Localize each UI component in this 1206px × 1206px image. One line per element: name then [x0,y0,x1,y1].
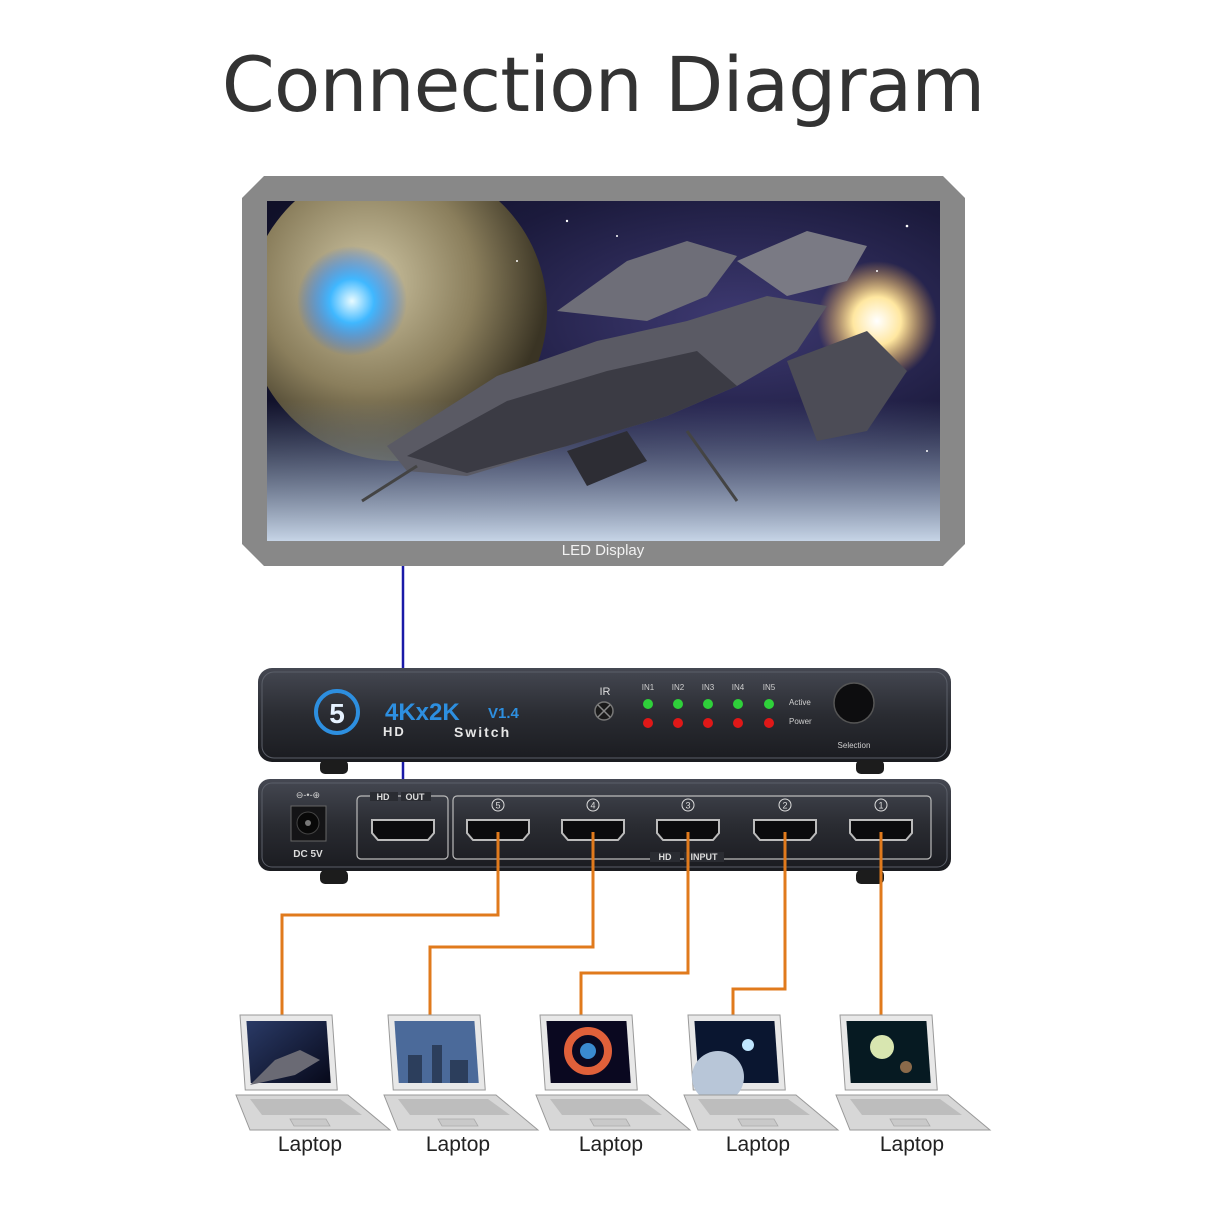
active-led-row [643,699,774,709]
model-label: 4Kx2K [385,699,460,726]
hdmi-input-port-4[interactable]: 4 [561,798,625,841]
port-count-badge [314,689,360,735]
port-number-1: 1 [878,801,883,811]
model-version-label: V1.4 [488,705,520,722]
in5-label: IN5 [763,683,776,692]
input-cable-2 [731,832,787,1015]
port-number-5: 5 [495,801,500,811]
model-switch-label: Switch [454,724,511,740]
selection-label: Selection [838,741,871,750]
hd-input-hd-label: HD [659,852,672,862]
hdmi-input-port-2[interactable]: 2 [753,798,817,841]
laptop-5 [835,1014,992,1131]
hdmi-out-port[interactable] [371,819,435,841]
hd-out-out-label: OUT [406,792,426,802]
stars [516,219,928,452]
spaceship-artwork [267,201,940,541]
dc-5v-label: DC 5V [293,849,323,860]
hd-input-input-label: INPUT [691,852,719,862]
input-cable-4 [428,832,595,1015]
hd-out-hd-label: HD [377,792,390,802]
in3-label: IN3 [702,683,715,692]
laptop-2 [383,1014,540,1131]
laptop-4 [683,1014,840,1131]
power-label: Power [789,717,812,726]
laptop-3 [535,1014,692,1131]
active-label: Active [789,698,811,707]
svg-text:⊖-•-⊕: ⊖-•-⊕ [296,790,320,800]
spaceship [361,231,907,503]
input-cable-5 [280,832,500,1015]
laptop-1 [235,1014,392,1131]
laptop-label-4: Laptop [725,1133,791,1156]
laptop-label-2: Laptop [425,1133,491,1156]
selection-button[interactable] [833,682,875,724]
led-display-label: LED Display [561,542,645,559]
badge-number: 5 [329,698,345,729]
blue-flare [297,246,407,356]
laptop-label-1: Laptop [277,1133,343,1156]
led-display-screen [267,201,940,541]
port-number-2: 2 [782,801,787,811]
port-number-4: 4 [590,801,595,811]
switch-front-panel: 5 4Kx2K V1.4 HD Switch IR IN1 IN2 IN3 IN… [258,668,951,774]
hdmi-input-port-3[interactable]: 3 [656,798,720,841]
model-hd-label: HD [383,724,406,739]
page-title: Connection Diagram [221,40,985,129]
laptop-label-5: Laptop [879,1133,945,1156]
switch-back-panel: ⊖-•-⊕ DC 5V HD OUT HD INPUT 5 4 3 [258,779,951,884]
input-cable-3 [579,832,690,1015]
hdmi-input-cables [280,832,883,1015]
in4-label: IN4 [732,683,745,692]
in2-label: IN2 [672,683,685,692]
hdmi-input-port-5[interactable]: 5 [466,798,530,841]
laptop-label-3: Laptop [578,1133,644,1156]
power-led-row [643,718,774,728]
ir-label: IR [600,686,611,698]
hdmi-input-port-1[interactable]: 1 [849,798,913,841]
in1-label: IN1 [642,683,655,692]
port-number-3: 3 [685,801,690,811]
